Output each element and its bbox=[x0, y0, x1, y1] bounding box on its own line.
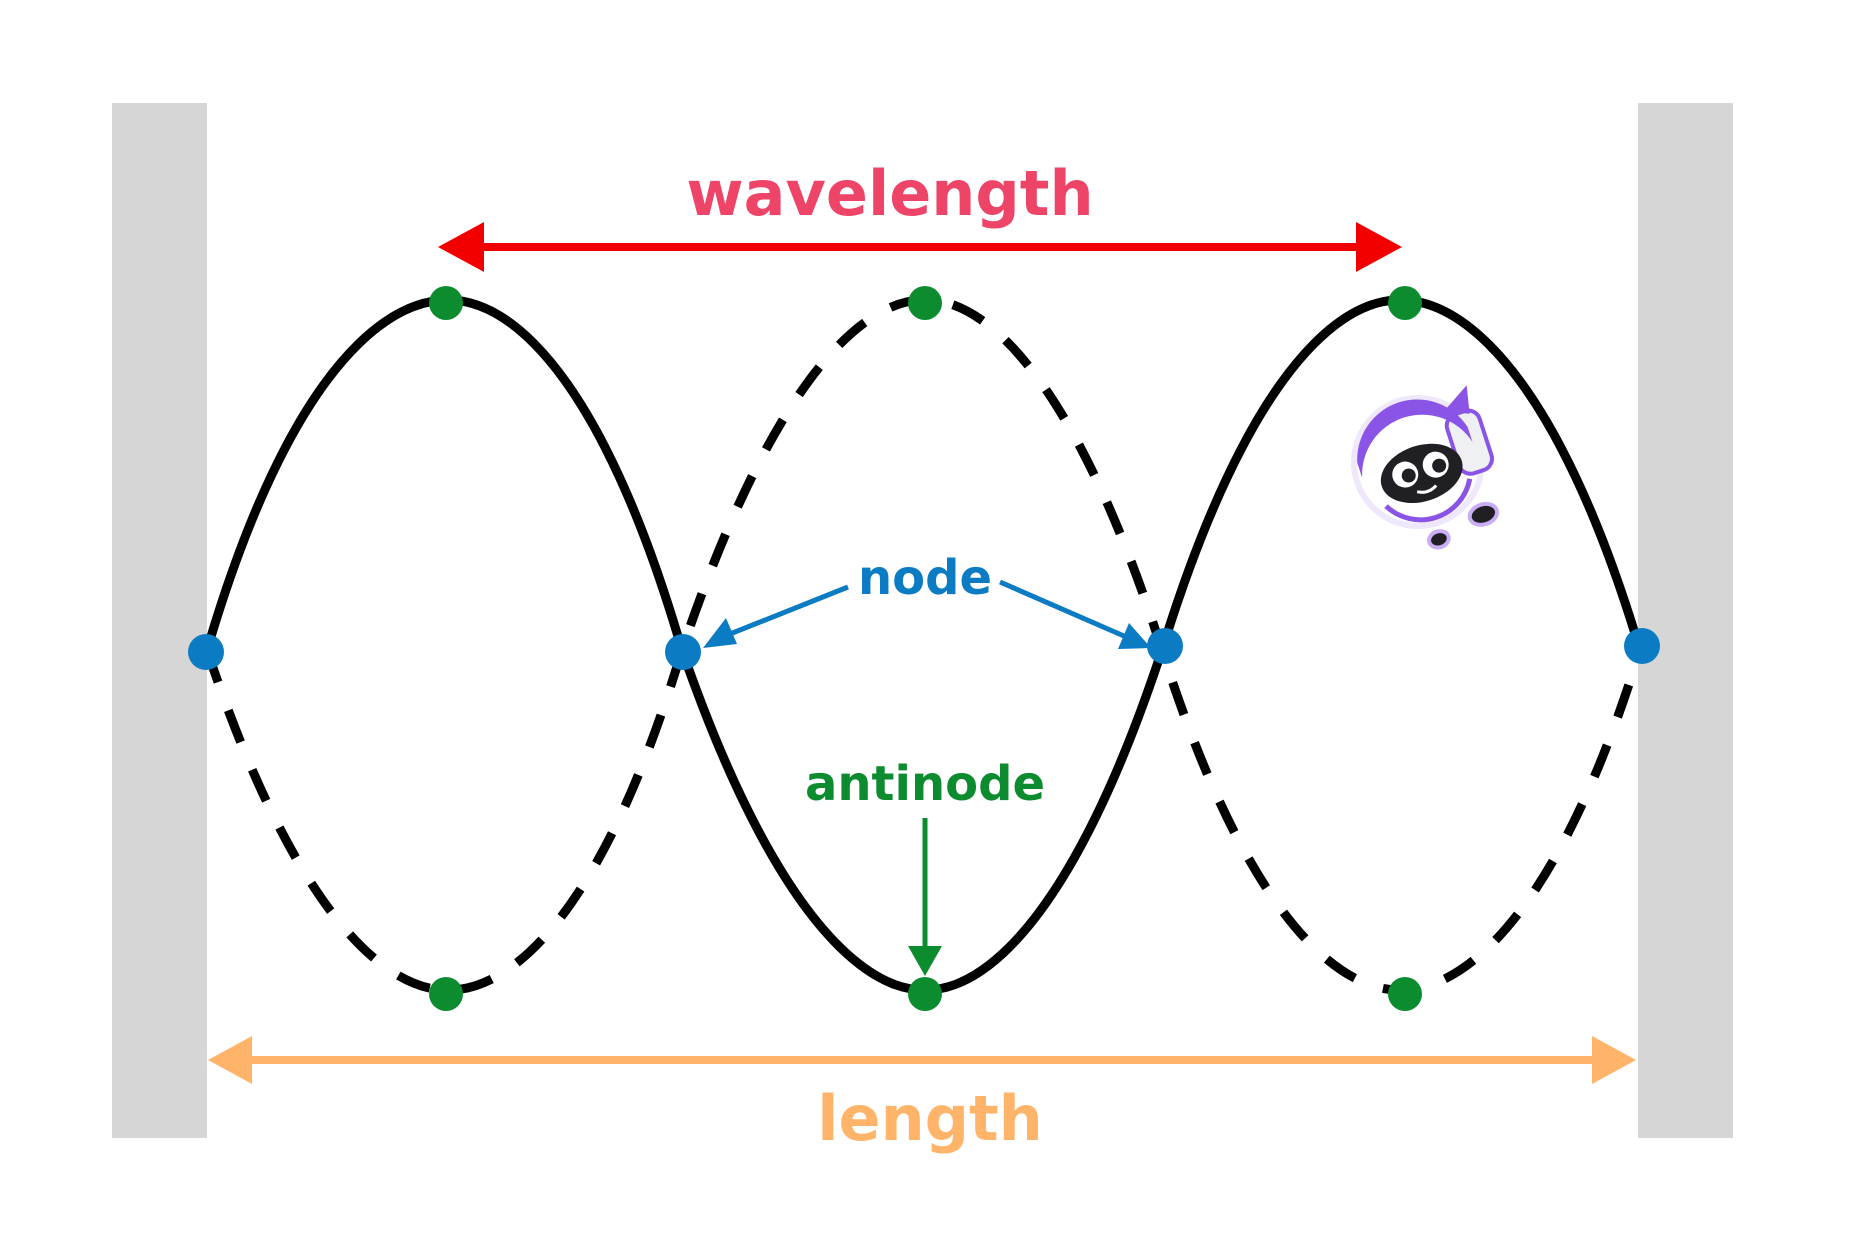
antinode-dot bbox=[429, 977, 463, 1011]
antinode-dot bbox=[908, 977, 942, 1011]
antinode-dot bbox=[1388, 286, 1422, 320]
node-pointer-right bbox=[999, 579, 1125, 639]
antinode-pointer-head bbox=[908, 946, 942, 976]
node-dot bbox=[1624, 628, 1660, 664]
wavelength-arrowhead-left bbox=[438, 222, 484, 272]
node-pointer-left bbox=[729, 584, 849, 637]
antinode-dot bbox=[429, 286, 463, 320]
antinode-dot bbox=[1388, 977, 1422, 1011]
right-wall bbox=[1638, 103, 1733, 1138]
length-arrowhead-right bbox=[1592, 1036, 1636, 1084]
node-pointer-left-head bbox=[703, 618, 737, 648]
length-arrowhead-left bbox=[208, 1036, 252, 1084]
node-pointer-right-head bbox=[1118, 623, 1151, 649]
wavelength-arrowhead-right bbox=[1356, 222, 1402, 272]
length-label: length bbox=[817, 1082, 1043, 1155]
node-dot bbox=[188, 634, 224, 670]
robot-mascot-icon bbox=[1351, 385, 1500, 550]
wavelength-label: wavelength bbox=[686, 157, 1093, 230]
antinode-label: antinode bbox=[805, 756, 1045, 812]
node-dot bbox=[665, 634, 701, 670]
left-wall bbox=[112, 103, 207, 1138]
antinode-dot bbox=[908, 286, 942, 320]
node-label: node bbox=[858, 550, 992, 606]
node-dot bbox=[1147, 628, 1183, 664]
